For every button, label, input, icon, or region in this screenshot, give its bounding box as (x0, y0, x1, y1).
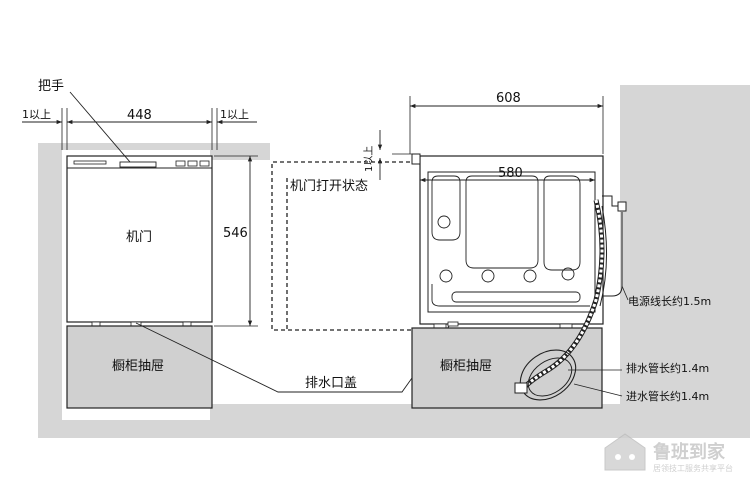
watermark: 鲁班到家 居领技工服务共享平台 (604, 433, 733, 473)
front-view: 把手 1以上 1以上 448 546 机门 橱柜抽屉 (22, 79, 258, 409)
button-shape (187, 160, 198, 167)
door-open-state-label: 机门打开状态 (290, 179, 368, 194)
inlet-hose-label: 进水管长约1.4m (626, 389, 709, 403)
height-label: 546 (223, 226, 248, 241)
gap-right-label: 1以上 (220, 108, 249, 121)
drawer-right-shape (411, 327, 603, 409)
door-label: 机门 (126, 230, 152, 245)
drain-hose-shape (520, 199, 605, 392)
drawer-right-label: 橱柜抽屉 (440, 359, 492, 374)
drain-hose-label: 排水管长约1.4m (626, 361, 709, 375)
power-plug-shape (617, 201, 627, 212)
open-door-outline (271, 161, 417, 331)
display-slot (73, 160, 107, 165)
power-cord-label: 电源线长约1.5m (628, 294, 711, 308)
gap-top-label: 1以上 (363, 146, 375, 172)
dishwasher-front (66, 155, 213, 323)
front-width-label: 448 (127, 108, 152, 123)
inner-depth-label: 580 (498, 166, 523, 181)
watermark-brand: 鲁班到家 (653, 441, 726, 463)
button-shape (175, 160, 186, 167)
house-logo-icon (604, 433, 646, 471)
drain-cover-shape (130, 321, 142, 327)
drawer-left-label: 橱柜抽屉 (112, 359, 164, 374)
handle-leader-line (69, 91, 131, 163)
side-depth-label: 608 (496, 91, 521, 106)
handle-shape (119, 161, 157, 168)
drain-cover-label: 排水口盖 (305, 376, 357, 391)
button-shape (199, 160, 210, 167)
drawer-left-shape (66, 325, 213, 409)
side-view: 608 580 1以上 橱柜抽屉 电源线长约1.5m 排水管长约1.4m 进水管… (363, 91, 711, 409)
handle-label: 把手 (38, 79, 64, 94)
watermark-tagline: 居领技工服务共享平台 (653, 463, 733, 473)
gap-left-label: 1以上 (22, 108, 51, 121)
